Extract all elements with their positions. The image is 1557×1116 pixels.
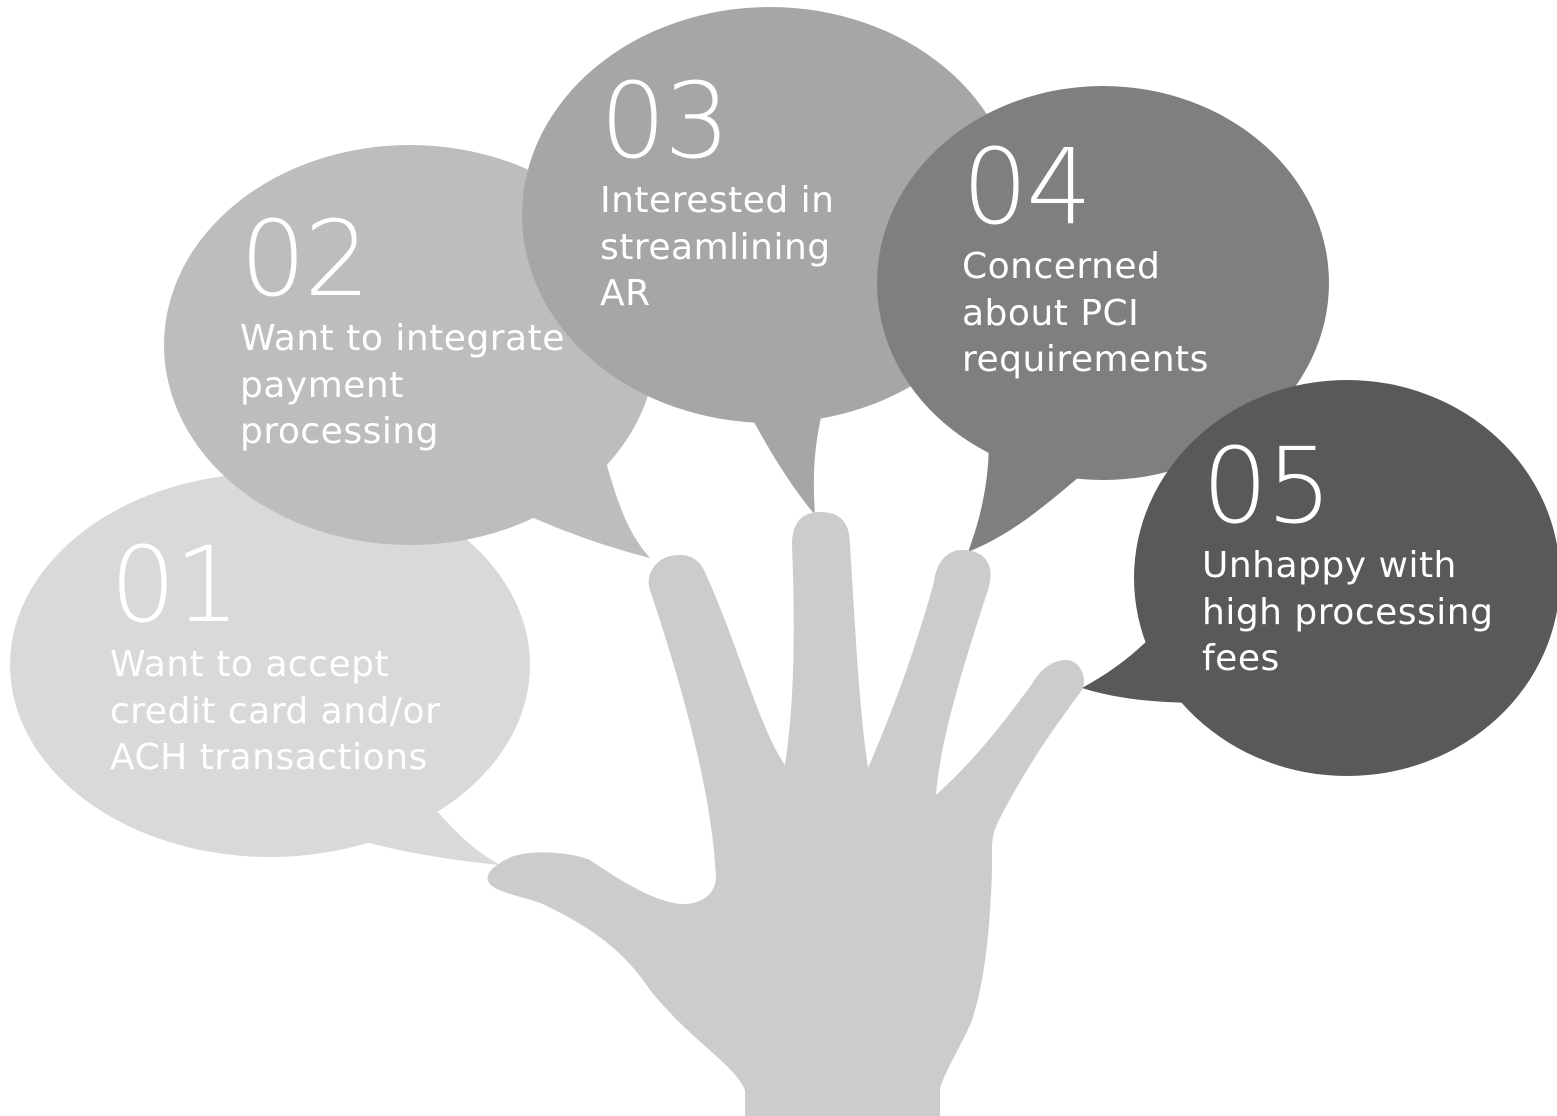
hand-silhouette (487, 512, 1085, 1116)
bubble-05-label-line-2: high processing (1202, 591, 1494, 633)
bubble-02-label: Want to integrate payment processing (240, 316, 565, 456)
bubble-04-label: Concerned about PCI requirements (962, 244, 1209, 384)
bubble-05-tail (1082, 625, 1210, 703)
bubble-05-body (1134, 380, 1557, 776)
bubble-05 (1082, 380, 1557, 776)
bubble-03-label: Interested in streamlining AR (600, 178, 835, 318)
bubble-01-label-line-1: Want to accept (110, 644, 390, 685)
bubble-05-label-line-3: fees (1202, 638, 1280, 679)
bubble-02-label-line-1: Want to integrate (240, 318, 565, 359)
hand (487, 512, 1085, 1116)
bubble-01-number: 01 (110, 524, 240, 646)
bubble-03-number: 03 (600, 60, 730, 182)
bubble-03-tail (740, 395, 825, 515)
bubble-02-label-line-3: processing (240, 411, 440, 452)
bubble-01 (10, 473, 530, 865)
bubble-01-text: 01 Want to accept credit card and/or ACH… (110, 524, 440, 782)
bubble-04-label-line-1: Concerned (962, 246, 1161, 287)
bubble-01-label-line-3: ACH transactions (110, 737, 428, 778)
bubble-03-label-line-3: AR (600, 273, 651, 314)
bubble-03-text: 03 Interested in streamlining AR (600, 60, 835, 318)
bubble-05-text: 05 Unhappy with high processing fees (1202, 425, 1493, 683)
bubble-03-label-line-2: streamlining (600, 226, 831, 268)
bubble-04-body (877, 86, 1329, 480)
bubble-04-number: 04 (962, 126, 1092, 248)
bubble-01-label: Want to accept credit card and/or ACH tr… (110, 642, 440, 782)
bubble-01-body (10, 473, 530, 857)
bubble-02-text: 02 Want to integrate payment processing (240, 198, 565, 456)
bubble-04 (877, 86, 1329, 552)
bubble-01-tail (350, 770, 500, 865)
bubble-05-label-line-1: Unhappy with (1202, 545, 1457, 586)
bubble-02-label-line-2: payment (240, 364, 404, 406)
bubble-05-number: 05 (1202, 425, 1332, 547)
bubble-05-label: Unhappy with high processing fees (1202, 543, 1493, 683)
bubble-02-tail (520, 440, 650, 558)
bubble-04-label-line-2: about PCI (962, 292, 1140, 334)
bubble-02-number: 02 (240, 198, 370, 320)
bubble-04-text: 04 Concerned about PCI requirements (962, 126, 1209, 384)
bubble-01-label-line-2: credit card and/or (110, 690, 441, 732)
bubble-03-label-line-1: Interested in (600, 180, 835, 221)
bubble-04-label-line-3: requirements (962, 339, 1209, 380)
bubble-04-tail (968, 420, 1085, 552)
